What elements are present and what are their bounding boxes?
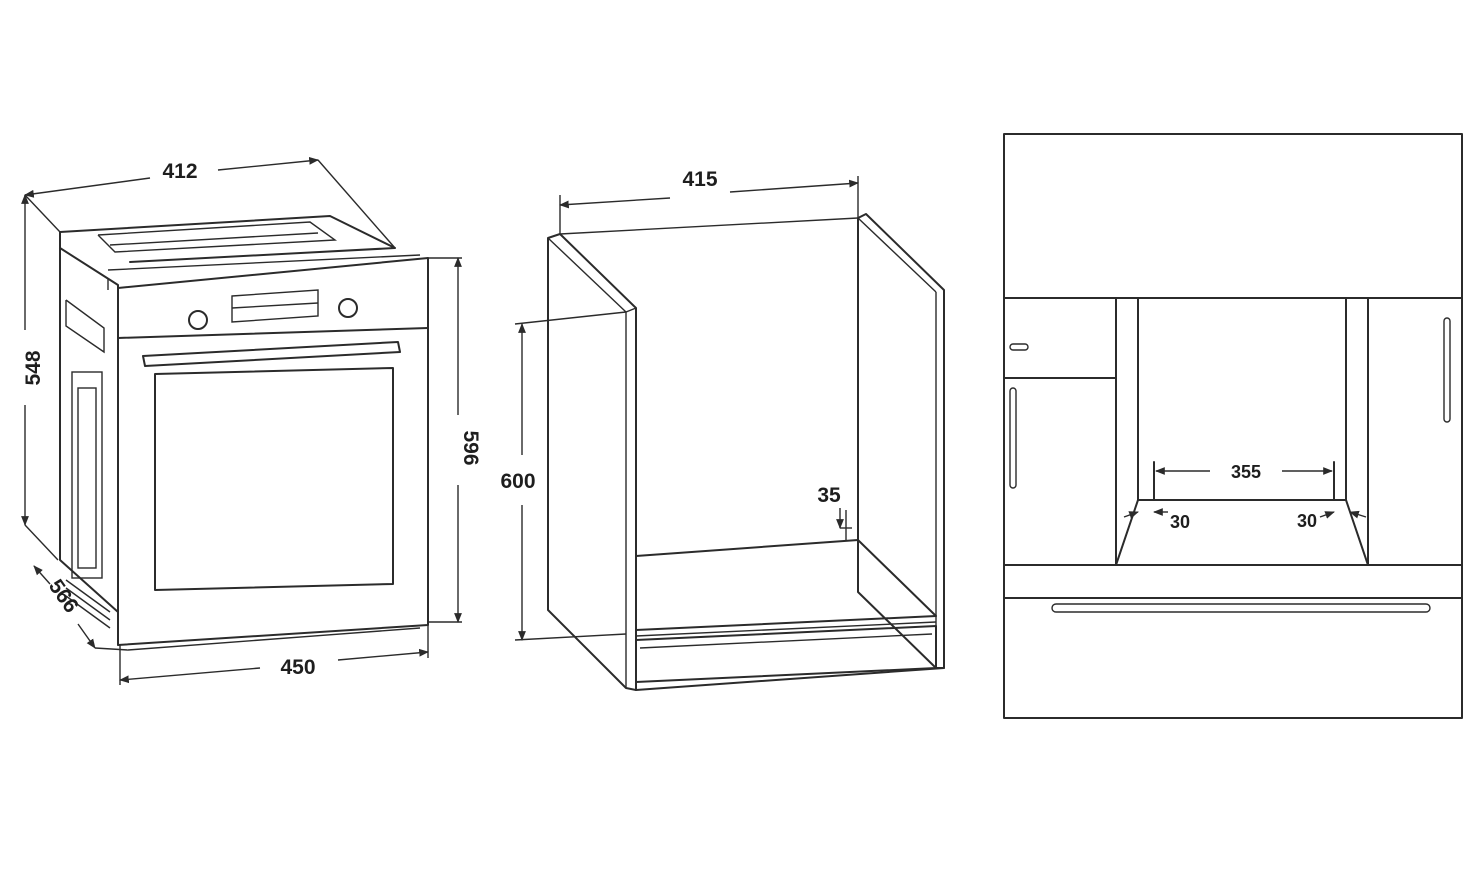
right-knob-icon	[338, 298, 358, 318]
installation-dimensions: 355 30 30	[1123, 462, 1367, 532]
cabinet-gap-label: 35	[817, 484, 841, 507]
cabinet-height-label: 600	[500, 470, 535, 493]
left-knob-icon	[188, 310, 208, 330]
bottom-drawer-handle-icon	[1051, 603, 1431, 613]
cabinet-drawing	[547, 213, 945, 691]
cabinet-width-label: 415	[682, 168, 717, 191]
oven-top-width-label: 412	[162, 160, 197, 183]
oven-front-height-label: 596	[459, 430, 482, 465]
left-gap-label: 30	[1170, 512, 1190, 532]
cabinet-dimensions: 415 600 35	[500, 168, 859, 641]
oven-drawing	[59, 215, 429, 651]
oven-side-depth-label: 566	[44, 575, 83, 617]
inner-width-label: 355	[1231, 462, 1261, 482]
right-door-handle-icon	[1443, 317, 1451, 423]
left-door-handle-icon	[1009, 387, 1017, 489]
display-icon	[231, 289, 319, 323]
oven-depth-label: 548	[22, 350, 45, 385]
installation-drawing	[1003, 133, 1463, 719]
oven-front-width-label: 450	[280, 656, 315, 679]
right-gap-label: 30	[1297, 511, 1317, 531]
drawer-handle-icon	[1009, 343, 1029, 351]
